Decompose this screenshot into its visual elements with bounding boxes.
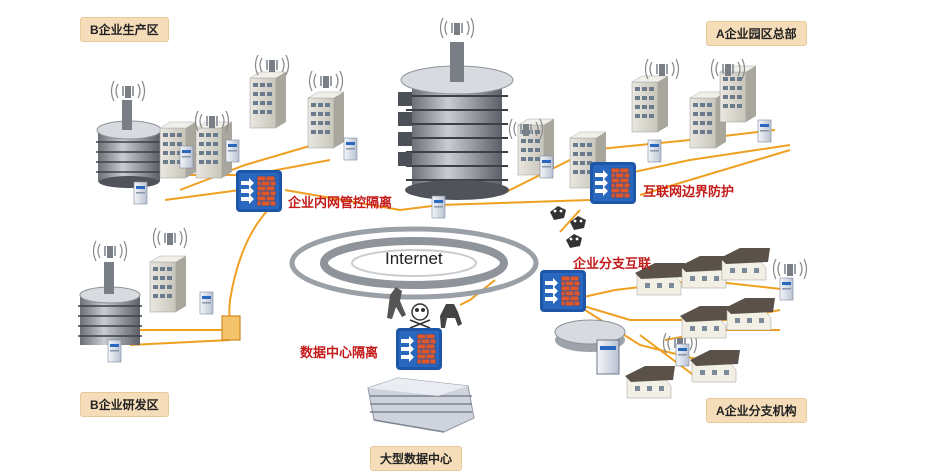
annotation-internet-boundary: 互联网边界防护	[643, 184, 735, 199]
hq-datacenter-tower	[398, 17, 514, 200]
label-a-hq: A企业园区总部	[706, 21, 807, 46]
branch-hub	[554, 319, 626, 375]
b-production-tower	[96, 80, 162, 188]
label-b-production: B企业生产区	[80, 17, 169, 42]
annotation-dc-isolation: 数据中心隔离	[300, 345, 379, 360]
firewall-icon	[395, 327, 443, 371]
junction-box	[221, 315, 241, 341]
b-rnd-tower	[78, 240, 142, 345]
internet-label: Internet	[385, 249, 443, 268]
annotation-intranet-isolation: 企业内网管控隔离	[288, 195, 393, 210]
label-b-rnd: B企业研发区	[80, 392, 169, 417]
large-datacenter	[367, 377, 475, 433]
annotation-branch-interconnect: 企业分支互联	[573, 256, 652, 271]
threat-icons	[387, 206, 586, 329]
firewall-icon	[539, 269, 587, 313]
internet-cloud	[289, 226, 539, 300]
label-a-branch-org: A企业分支机构	[706, 398, 807, 423]
firewall-icon	[235, 169, 283, 213]
firewall-icon	[589, 161, 637, 205]
label-data-center: 大型数据中心	[370, 446, 463, 471]
